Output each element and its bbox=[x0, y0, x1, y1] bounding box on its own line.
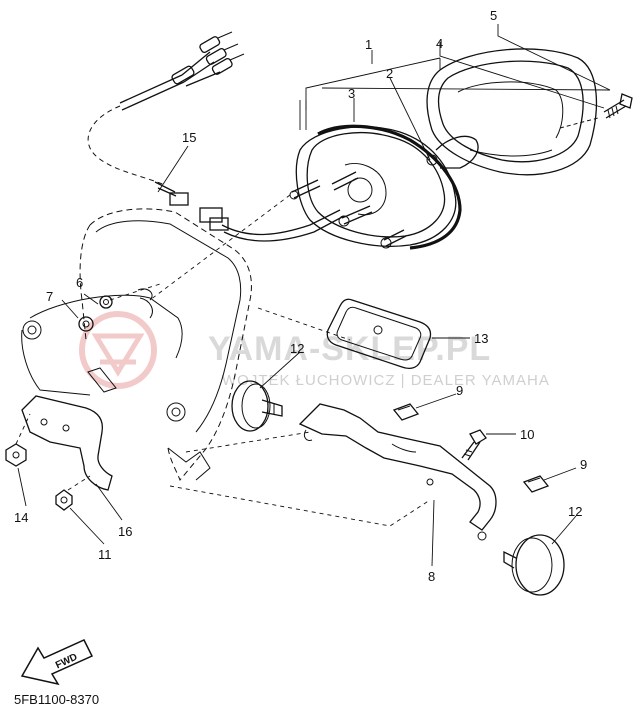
callout-13: 13 bbox=[474, 331, 488, 346]
callout-12b: 12 bbox=[568, 504, 582, 519]
callout-15: 15 bbox=[182, 130, 196, 145]
tail-light-lens bbox=[426, 48, 599, 176]
callout-7: 7 bbox=[46, 289, 53, 304]
watermark-logo bbox=[79, 311, 157, 389]
part-code: 5FB1100-8370 bbox=[14, 692, 100, 707]
grommet-lower bbox=[522, 475, 550, 493]
assembly-guide-lines bbox=[15, 194, 431, 527]
callout-leaders bbox=[17, 24, 611, 567]
callout-9a: 9 bbox=[456, 383, 463, 398]
watermark: YAMA-SKLEP.PL WOJTEK ŁUCHOWICZ | DEALER … bbox=[79, 311, 550, 389]
callout-1: 1 bbox=[365, 37, 372, 52]
callout-16: 16 bbox=[118, 524, 132, 539]
callout-10: 10 bbox=[520, 427, 534, 442]
callout-3: 3 bbox=[348, 86, 355, 101]
callout-14: 14 bbox=[14, 510, 28, 525]
grommet-upper bbox=[392, 403, 420, 421]
callout-12a: 12 bbox=[290, 341, 304, 356]
callout-5: 5 bbox=[490, 8, 497, 23]
turn-signal-left bbox=[231, 380, 283, 432]
turn-signal-right bbox=[503, 534, 565, 596]
callout-11: 11 bbox=[98, 547, 112, 562]
watermark-sub-text: WOJTEK ŁUCHOWICZ | DEALER YAMAHA bbox=[222, 372, 550, 389]
callout-labels: 1 2 3 4 5 6 7 8 9 9 10 11 12 12 13 14 15… bbox=[14, 8, 587, 584]
callout-4: 4 bbox=[436, 36, 443, 51]
tail-light-unit bbox=[289, 124, 479, 250]
callout-2: 2 bbox=[386, 66, 393, 81]
bracket-bolt bbox=[461, 429, 487, 461]
license-light-collar bbox=[78, 295, 113, 332]
callout-9b: 9 bbox=[580, 457, 587, 472]
callout-8: 8 bbox=[428, 569, 435, 584]
callout-6: 6 bbox=[76, 275, 83, 290]
wire-harness bbox=[87, 31, 345, 242]
lens-screw bbox=[603, 93, 633, 119]
fwd-arrow-icon: FWD bbox=[20, 639, 94, 686]
rear-cowl-housing bbox=[21, 208, 252, 481]
nut-11 bbox=[55, 489, 73, 511]
turn-signal-bracket bbox=[298, 403, 497, 541]
nut-14 bbox=[5, 443, 27, 467]
license-plate-bracket bbox=[21, 395, 113, 491]
reflector bbox=[326, 298, 432, 369]
